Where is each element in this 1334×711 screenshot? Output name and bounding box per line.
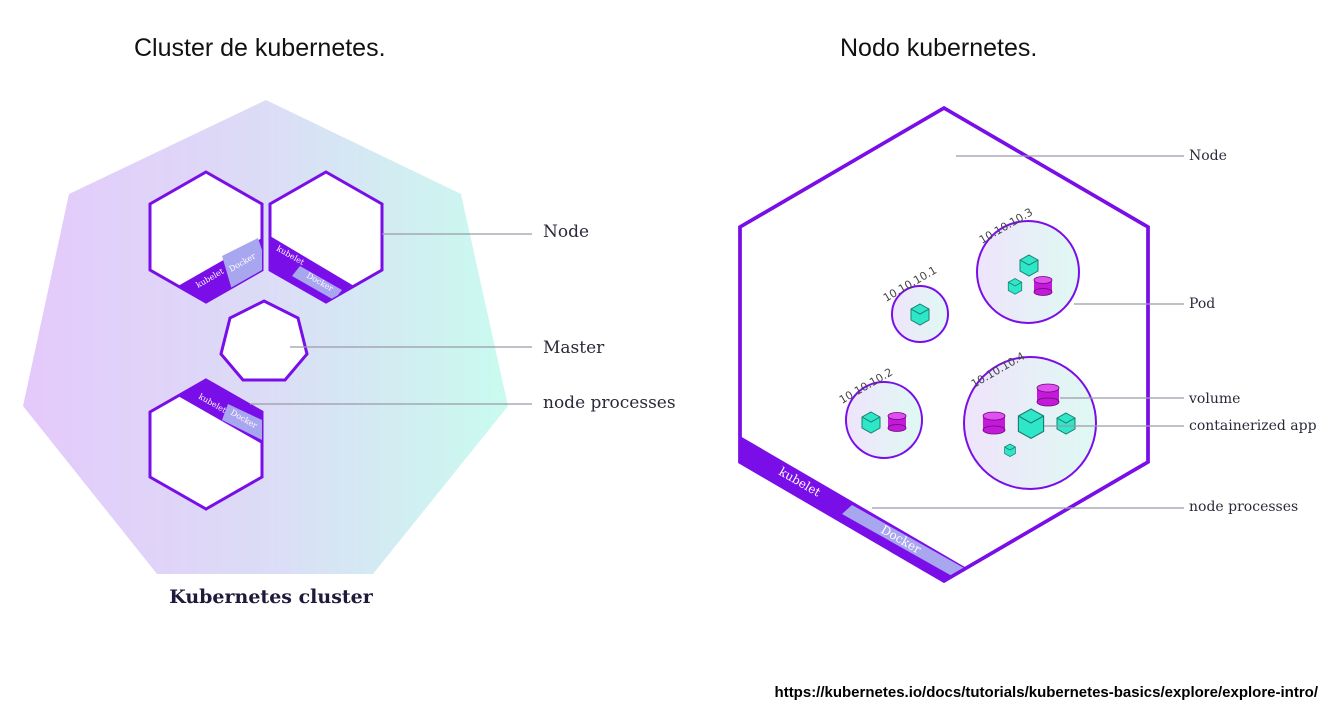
cluster-node-2: kubelet Docker	[268, 170, 384, 304]
label-master: Master	[543, 338, 605, 358]
container-icon	[1017, 408, 1045, 440]
source-url: https://kubernetes.io/docs/tutorials/kub…	[775, 684, 1319, 701]
label-pod: Pod	[1189, 296, 1215, 312]
cluster-caption: Kubernetes cluster	[169, 586, 374, 608]
volume-icon	[1036, 383, 1060, 407]
cluster-node-3: kubelet Docker	[148, 378, 264, 511]
volume-icon	[1033, 276, 1053, 296]
container-icon	[1056, 412, 1076, 435]
volume-icon	[982, 411, 1006, 435]
label-node: Node	[1189, 148, 1227, 164]
label-node-processes: node processes	[1189, 499, 1298, 515]
container-icon	[1019, 254, 1039, 277]
container-icon	[1007, 278, 1023, 295]
label-containerized-app: containerized app	[1189, 418, 1317, 434]
pod-4: 10.10.10.4	[963, 350, 1097, 490]
left-heading: Cluster de kubernetes.	[134, 34, 386, 62]
label-node-processes: node processes	[543, 393, 676, 413]
label-node: Node	[543, 222, 589, 242]
container-icon	[861, 411, 881, 434]
container-icon	[910, 303, 930, 326]
master-heptagon	[219, 299, 309, 382]
volume-icon	[887, 412, 907, 432]
right-heading: Nodo kubernetes.	[840, 34, 1037, 62]
label-volume: volume	[1188, 391, 1240, 407]
container-icon	[1004, 443, 1016, 458]
node-hexagon	[738, 105, 1150, 584]
